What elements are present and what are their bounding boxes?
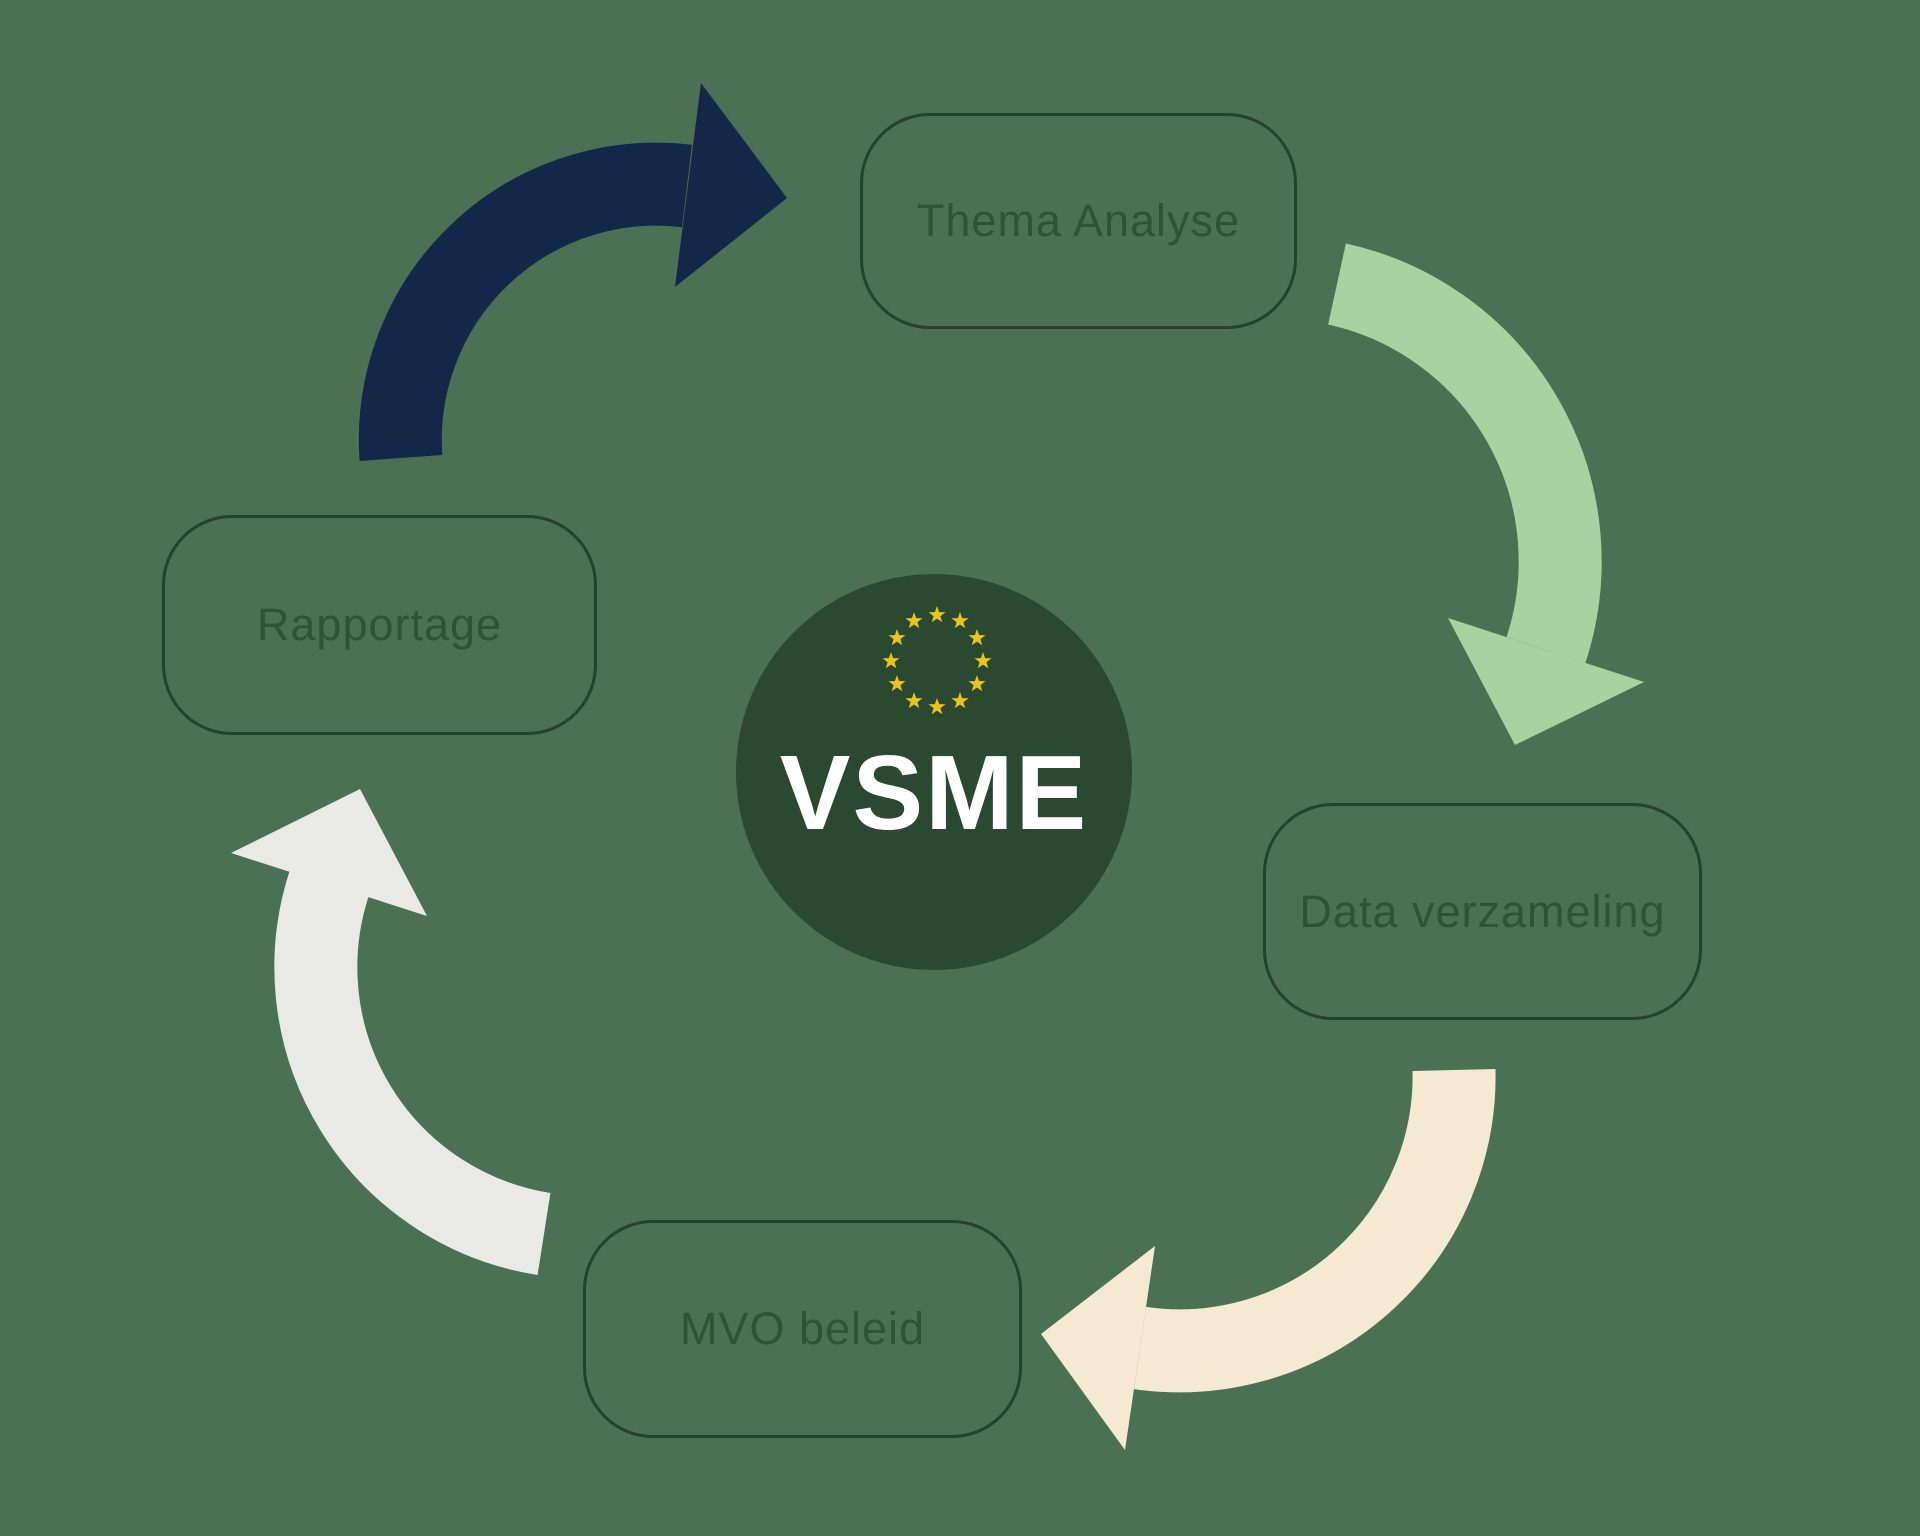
arrow-arc	[274, 871, 552, 1275]
step-box-rapportage: Rapportage	[162, 515, 597, 735]
arrow-arc	[1134, 1069, 1496, 1393]
arrow-head	[1041, 1246, 1155, 1450]
center-label: VSME	[779, 734, 1089, 852]
step-box-mvo-beleid: MVO beleid	[583, 1220, 1022, 1438]
step-label-data-verzameling: Data verzameling	[1299, 885, 1666, 937]
arrow-head	[231, 789, 427, 916]
arrow-thema-to-data-icon	[1327, 243, 1644, 745]
arrow-rapportage-to-thema-icon	[358, 83, 787, 461]
arrow-data-to-mvo-icon	[1041, 1069, 1496, 1450]
center-badge: VSME	[736, 574, 1132, 970]
step-label-thema-analyse: Thema Analyse	[916, 195, 1241, 246]
step-label-mvo-beleid: MVO beleid	[679, 1303, 926, 1354]
step-box-thema-analyse: Thema Analyse	[860, 113, 1297, 329]
step-label-rapportage: Rapportage	[256, 599, 503, 650]
arrow-arc	[358, 142, 692, 461]
arrow-arc	[1327, 243, 1602, 663]
arrow-head	[675, 83, 787, 287]
arrow-mvo-to-rapportage-icon	[231, 789, 552, 1275]
step-box-data-verzameling: Data verzameling	[1263, 803, 1702, 1020]
arrow-head	[1448, 618, 1644, 745]
